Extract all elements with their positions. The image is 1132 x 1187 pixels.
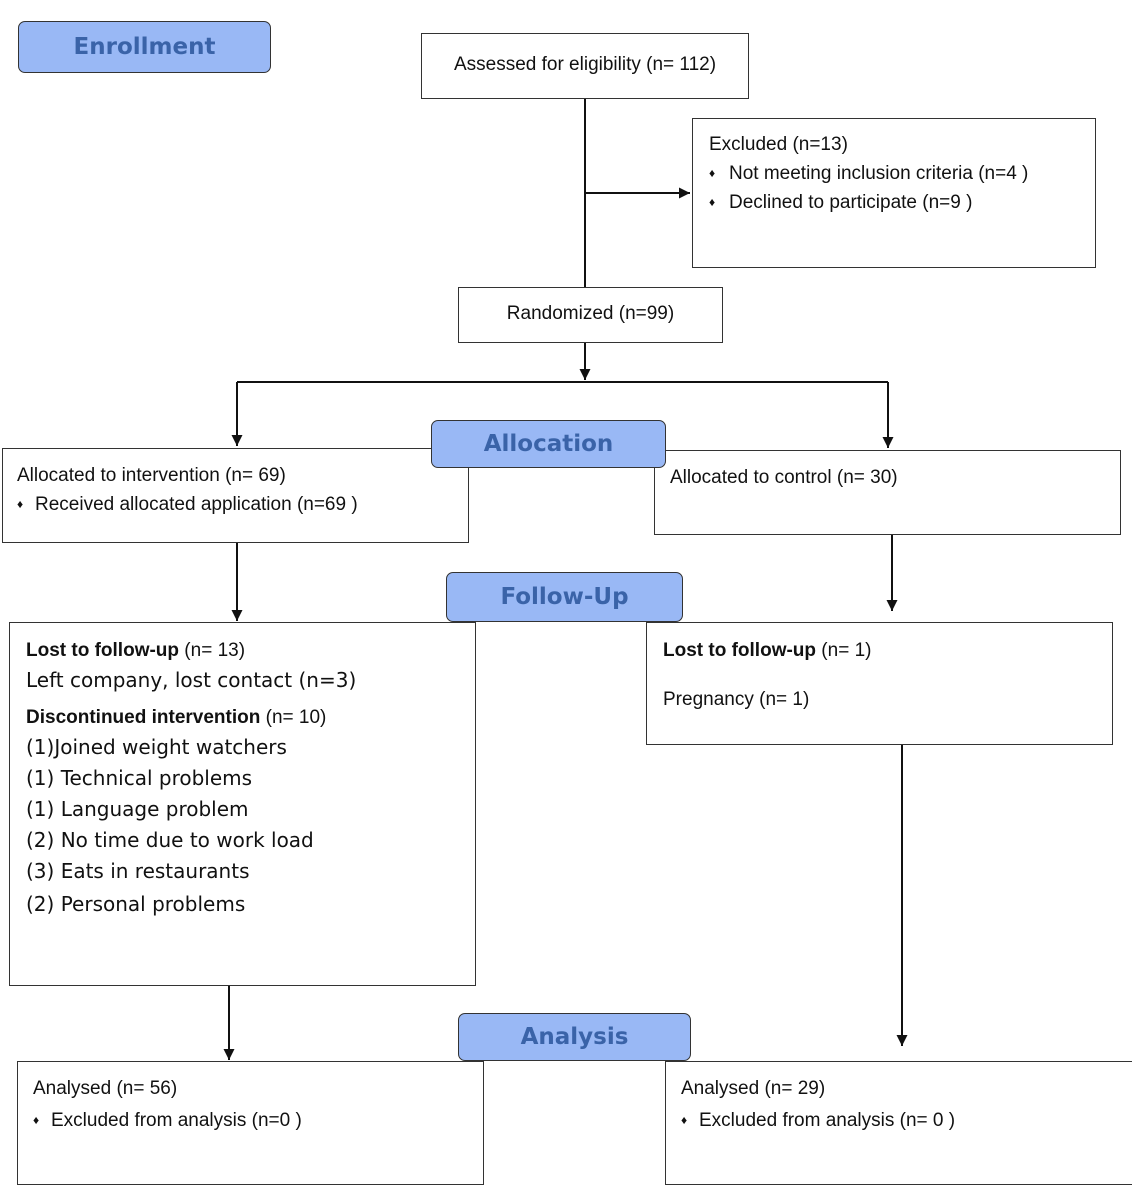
pregnancy-reason: Pregnancy (n= 1) — [663, 689, 810, 710]
lost-to-followup-line: Lost to follow-up (n= 1) — [663, 640, 872, 661]
discontinued-reason: (2) No time due to work load — [26, 828, 314, 852]
allocation-intervention-item: ♦Received allocated application (n=69 ) — [17, 490, 468, 519]
stage-analysis: Analysis — [458, 1013, 691, 1061]
stage-follow-up: Follow-Up — [446, 572, 683, 622]
randomized-box: Randomized (n=99) — [458, 287, 723, 343]
analysis-intervention-item: ♦Excluded from analysis (n=0 ) — [33, 1106, 483, 1135]
followup-intervention-box: Lost to follow-up (n= 13) Left company, … — [9, 622, 476, 986]
discontinued-line: Discontinued intervention (n= 10) — [26, 707, 327, 728]
lost-to-followup-label: Lost to follow-up — [26, 640, 180, 661]
discontinued-reason: (2) Personal problems — [26, 892, 246, 916]
stage-enrollment: Enrollment — [18, 21, 271, 73]
discontinued-reason: (3) Eats in restaurants — [26, 859, 250, 883]
lost-to-followup-label: Lost to follow-up — [663, 640, 817, 661]
bullet-icon: ♦ — [681, 1113, 688, 1127]
bullet-icon: ♦ — [709, 166, 716, 180]
analysis-intervention-title: Analysed (n= 56) — [33, 1078, 178, 1099]
allocation-control-title: Allocated to control (n= 30) — [670, 467, 898, 488]
bullet-icon: ♦ — [709, 195, 716, 209]
stage-allocation: Allocation — [431, 420, 666, 468]
excluded-box: Excluded (n=13) ♦Not meeting inclusion c… — [692, 118, 1096, 268]
followup-control-box: Lost to follow-up (n= 1) Pregnancy (n= 1… — [646, 622, 1113, 745]
analysis-control-title: Analysed (n= 29) — [681, 1078, 826, 1099]
discontinued-label: Discontinued intervention — [26, 707, 261, 728]
discontinued-reason: (1)Joined weight watchers — [26, 735, 287, 759]
bullet-icon: ♦ — [33, 1113, 40, 1127]
randomized-text: Randomized (n=99) — [506, 303, 675, 324]
discontinued-reason: (1) Technical problems — [26, 766, 253, 790]
excluded-title: Excluded (n=13) — [709, 134, 848, 155]
analysis-control-item: ♦Excluded from analysis (n= 0 ) — [681, 1106, 1132, 1135]
allocation-intervention-title: Allocated to intervention (n= 69) — [17, 465, 286, 486]
assessed-text: Assessed for eligibility (n= 112) — [453, 54, 717, 75]
allocation-control-box: Allocated to control (n= 30) — [654, 450, 1121, 535]
bullet-icon: ♦ — [17, 497, 24, 511]
analysis-intervention-box: Analysed (n= 56) ♦Excluded from analysis… — [17, 1061, 484, 1185]
excluded-item: ♦Declined to participate (n=9 ) — [709, 188, 1095, 217]
lost-reason: Left company, lost contact (n=3) — [26, 668, 357, 692]
discontinued-reason: (1) Language problem — [26, 797, 249, 821]
allocation-intervention-box: Allocated to intervention (n= 69) ♦Recei… — [2, 448, 469, 543]
lost-to-followup-line: Lost to follow-up (n= 13) — [26, 640, 246, 661]
analysis-control-box: Analysed (n= 29) ♦Excluded from analysis… — [665, 1061, 1132, 1185]
assessed-box: Assessed for eligibility (n= 112) — [421, 33, 749, 99]
excluded-item: ♦Not meeting inclusion criteria (n=4 ) — [709, 159, 1095, 188]
